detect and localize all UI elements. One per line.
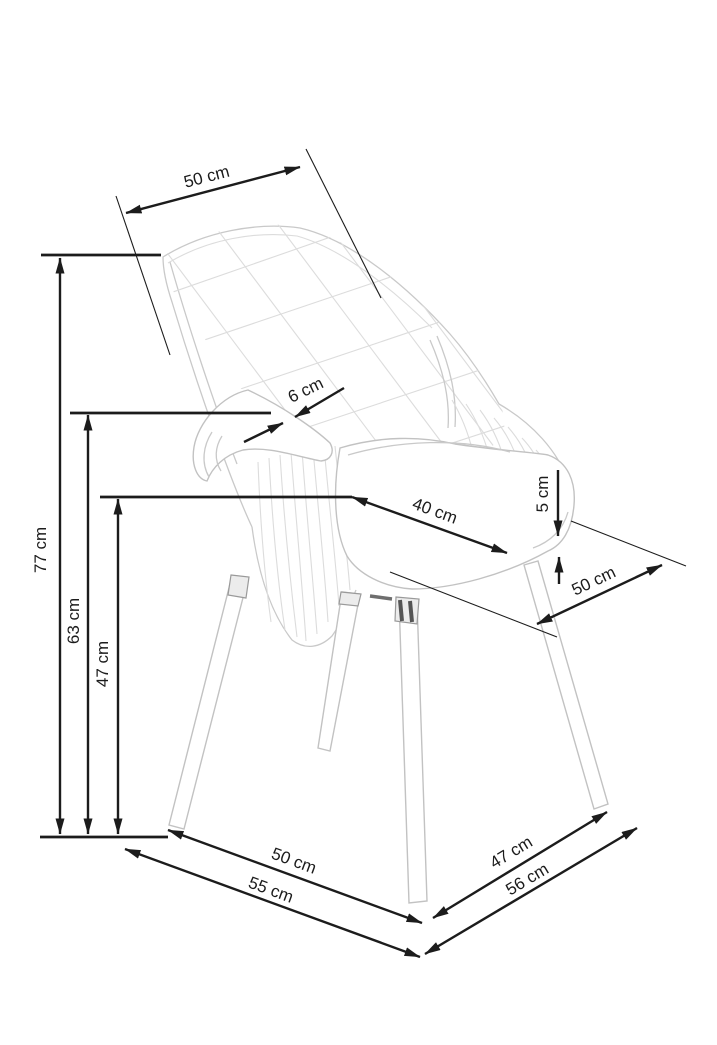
backrest-top-lip <box>167 234 433 329</box>
ext-seat-side-lower <box>389 571 558 638</box>
armrest-outline <box>192 389 333 482</box>
armrest-cap-lines <box>203 431 223 478</box>
dimension-lines <box>40 165 663 959</box>
leg-front-left <box>168 575 249 830</box>
dim-overall-width <box>124 847 421 959</box>
leg-front-center <box>398 598 428 904</box>
leg-back-left <box>317 591 361 752</box>
label-cushion-thickness: 5 cm <box>533 476 552 513</box>
dim-base-side-depth <box>432 810 608 920</box>
label-armrest-height: 63 cm <box>64 598 83 644</box>
leg-front-left-cap <box>227 574 250 599</box>
seat-back-edge <box>347 441 511 456</box>
dim-overall-depth <box>424 826 638 956</box>
wing-seam <box>429 335 457 429</box>
label-seat-side-width: 50 cm <box>569 563 619 600</box>
ext-seat-side-upper <box>570 520 687 567</box>
leg-right <box>523 560 609 810</box>
dim-seat-side-width <box>536 563 663 626</box>
label-front-width: 50 cm <box>269 844 319 878</box>
chair-sketch <box>160 224 609 904</box>
dim-armrest-thickness-upper <box>294 386 345 419</box>
ext-back-width-right <box>305 148 382 299</box>
leg-front-center-cap-bars <box>398 599 414 623</box>
label-seat-height: 47 cm <box>93 641 112 687</box>
leg-back-left-cap <box>338 591 362 607</box>
label-total-height: 77 cm <box>31 527 50 573</box>
extension-lines <box>115 148 687 638</box>
dim-front-width <box>167 828 423 925</box>
side-panel-pleats <box>257 445 351 642</box>
dim-back-width <box>125 165 301 215</box>
ext-back-width-left <box>115 195 171 356</box>
seat-bracket <box>369 594 393 601</box>
dim-armrest-thickness-lower <box>243 421 284 444</box>
backrest-outline <box>162 225 573 530</box>
dim-seat-depth <box>351 495 508 555</box>
